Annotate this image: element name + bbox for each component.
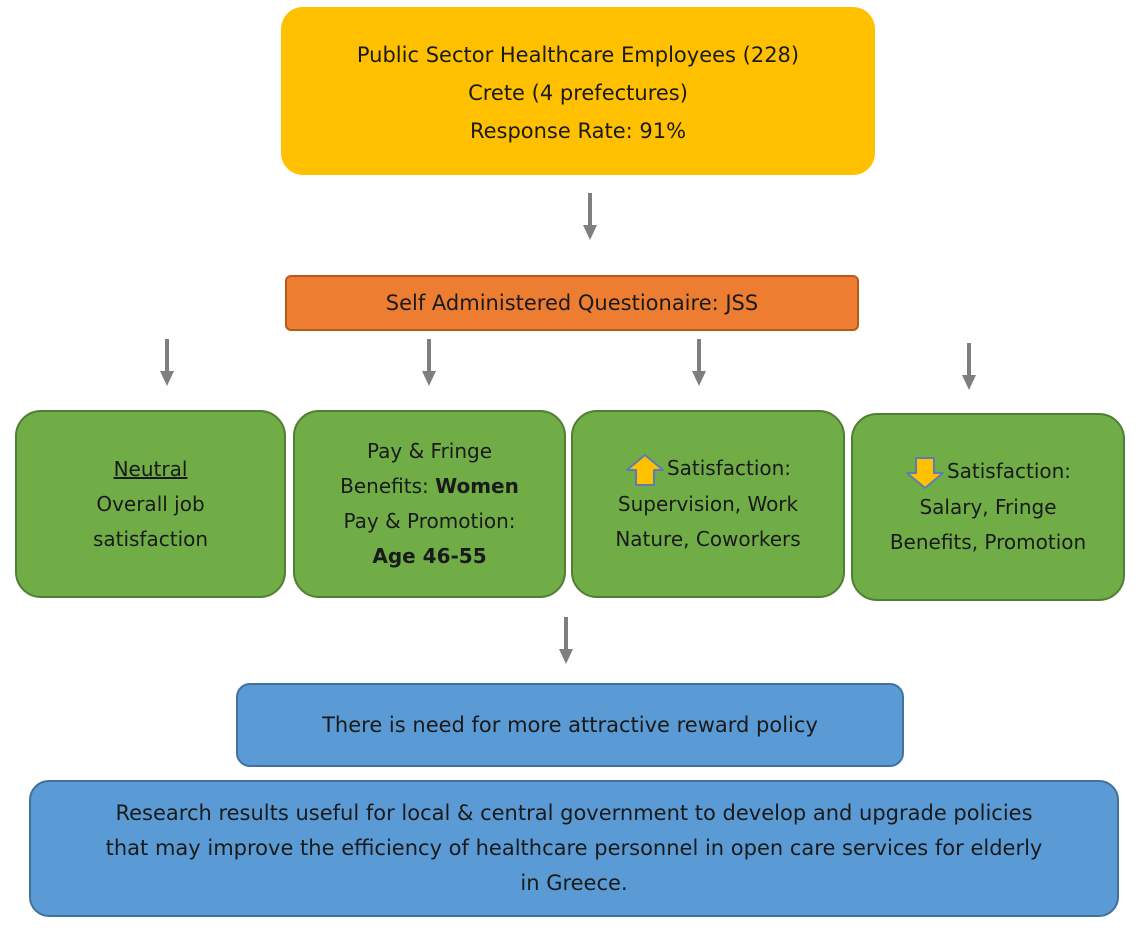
conclusion-box: There is need for more attractive reward… [236, 683, 904, 767]
up-arrow-icon [625, 453, 664, 486]
flow-arrow-down-icon [583, 193, 597, 240]
finding-neutral-box: Neutral Overall job satisfaction [15, 410, 286, 598]
population-line: Public Sector Healthcare Employees (228) [356, 43, 800, 67]
region-line: Crete (4 prefectures) [468, 81, 688, 105]
flow-arrow-down-icon [160, 339, 174, 386]
implication-line: in Greece. [520, 871, 628, 895]
flow-arrow-down-icon [422, 339, 436, 386]
increased-heading-line: Satisfaction: [625, 451, 791, 487]
decreased-heading-line: Satisfaction: [905, 454, 1071, 490]
neutral-line: satisfaction [92, 526, 209, 551]
increased-heading: Satisfaction: [666, 456, 792, 481]
implication-box: Research results useful for local & cent… [29, 780, 1119, 917]
finding-demographics-box: Pay & Fringe Benefits: Women Pay & Promo… [293, 410, 566, 598]
increased-line: Nature, Coworkers [615, 526, 801, 551]
questionnaire-box: Self Administered Questionaire: JSS [285, 275, 859, 331]
demographics-women: Women [435, 474, 519, 498]
response-rate-line: Response Rate: 91% [469, 119, 687, 143]
demographics-line: Pay & Fringe [366, 439, 493, 463]
implication-line: Research results useful for local & cent… [115, 801, 1033, 825]
neutral-line: Overall job [96, 491, 205, 516]
decreased-line: Benefits, Promotion [889, 529, 1087, 554]
population-box: Public Sector Healthcare Employees (228)… [281, 7, 875, 175]
demographics-age: Age 46-55 [372, 544, 487, 568]
decreased-heading: Satisfaction: [946, 459, 1072, 484]
demographics-line: Benefits: Women [340, 469, 519, 504]
questionnaire-label: Self Administered Questionaire: JSS [385, 291, 759, 315]
conclusion-text: There is need for more attractive reward… [322, 713, 818, 737]
increased-line: Supervision, Work [617, 491, 799, 516]
flow-arrow-down-icon [962, 343, 976, 390]
down-arrow-icon [905, 456, 944, 489]
flow-arrow-down-icon [559, 617, 573, 664]
finding-increased-box: Satisfaction: Supervision, Work Nature, … [571, 410, 845, 598]
implication-line: that may improve the efficiency of healt… [105, 836, 1043, 860]
flow-arrow-down-icon [692, 339, 706, 386]
neutral-heading: Neutral [113, 456, 188, 481]
demographics-line: Pay & Promotion: [343, 509, 516, 533]
finding-decreased-box: Satisfaction: Salary, Fringe Benefits, P… [851, 413, 1125, 601]
demographics-prefix: Benefits: [340, 474, 436, 498]
decreased-line: Salary, Fringe [919, 494, 1057, 519]
